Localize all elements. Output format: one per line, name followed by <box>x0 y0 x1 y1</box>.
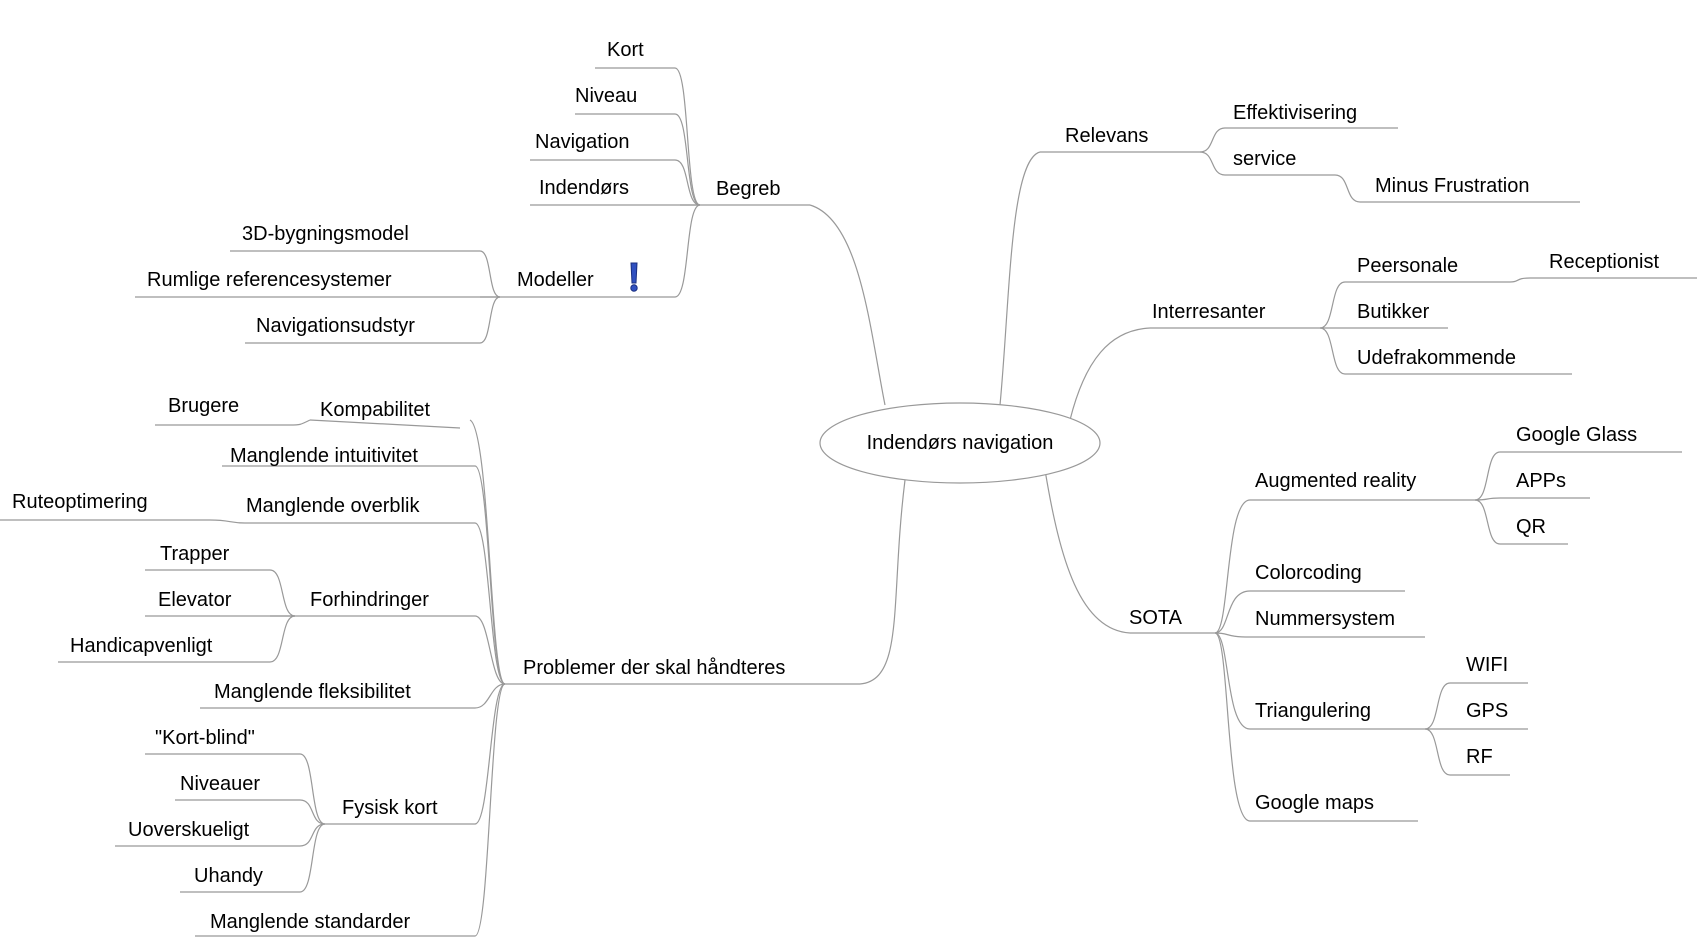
node-triangulering[interactable]: Triangulering <box>1255 700 1371 722</box>
node-manglende-standarder[interactable]: Manglende standarder <box>210 911 411 933</box>
node-problemer[interactable]: Problemer der skal håndteres <box>523 657 786 679</box>
node-uhandy[interactable]: Uhandy <box>194 865 263 887</box>
node-3d-bygningsmodel[interactable]: 3D-bygningsmodel <box>242 223 409 245</box>
node-ruteoptimering[interactable]: Ruteoptimering <box>12 491 148 513</box>
node-brugere[interactable]: Brugere <box>168 395 240 417</box>
node-apps[interactable]: APPs <box>1516 470 1567 492</box>
node-kort[interactable]: Kort <box>607 39 644 61</box>
node-fysisk-kort[interactable]: Fysisk kort <box>342 797 438 819</box>
node-receptionist[interactable]: Receptionist <box>1549 251 1660 273</box>
node-sota[interactable]: SOTA <box>1129 607 1182 629</box>
node-handicapvenligt[interactable]: Handicapvenligt <box>70 635 213 657</box>
node-niveau[interactable]: Niveau <box>575 85 638 107</box>
node-udefrakommende[interactable]: Udefrakommende <box>1357 347 1516 369</box>
node-interresanter[interactable]: Interresanter <box>1152 301 1266 323</box>
node-wifi[interactable]: WIFI <box>1466 654 1509 676</box>
node-navigation[interactable]: Navigation <box>535 131 630 153</box>
node-navigationsudstyr[interactable]: Navigationsudstyr <box>256 315 415 337</box>
node-niveauer[interactable]: Niveauer <box>180 773 261 795</box>
central-node-shape[interactable] <box>819 402 1101 484</box>
node-nummersystem[interactable]: Nummersystem <box>1255 608 1396 630</box>
node-indendors[interactable]: Indendørs <box>539 177 630 199</box>
central-node[interactable]: Indendørs navigation <box>866 432 1054 454</box>
node-manglende-intuitivitet[interactable]: Manglende intuitivitet <box>230 445 418 467</box>
node-qr[interactable]: QR <box>1516 516 1546 538</box>
node-kort-blind[interactable]: "Kort-blind" <box>155 727 255 749</box>
node-modeller[interactable]: Modeller <box>517 269 594 291</box>
node-peersonale[interactable]: Peersonale <box>1357 255 1459 277</box>
node-begreb[interactable]: Begreb <box>716 178 781 200</box>
node-rumlige-referencesystemer[interactable]: Rumlige referencesystemer <box>147 269 392 291</box>
node-google-maps[interactable]: Google maps <box>1255 792 1374 814</box>
node-minus-frustration[interactable]: Minus Frustration <box>1375 175 1530 197</box>
node-kompabilitet[interactable]: Kompabilitet <box>320 399 431 421</box>
node-rf[interactable]: RF <box>1466 746 1493 768</box>
node-trapper[interactable]: Trapper <box>160 543 230 565</box>
node-elevator[interactable]: Elevator <box>158 589 232 611</box>
node-colorcoding[interactable]: Colorcoding <box>1255 562 1362 584</box>
exclamation-icon <box>630 262 638 292</box>
node-manglende-fleksibilitet[interactable]: Manglende fleksibilitet <box>214 681 411 703</box>
node-effektivisering[interactable]: Effektivisering <box>1233 102 1358 124</box>
node-google-glass[interactable]: Google Glass <box>1516 424 1638 446</box>
node-relevans[interactable]: Relevans <box>1065 125 1149 147</box>
node-forhindringer[interactable]: Forhindringer <box>310 589 429 611</box>
node-service[interactable]: service <box>1233 148 1297 170</box>
node-uoverskueligt[interactable]: Uoverskueligt <box>128 819 250 841</box>
node-gps[interactable]: GPS <box>1466 700 1509 722</box>
node-manglende-overblik[interactable]: Manglende overblik <box>246 495 420 517</box>
node-butikker[interactable]: Butikker <box>1357 301 1430 323</box>
node-augmented-reality[interactable]: Augmented reality <box>1255 470 1417 492</box>
